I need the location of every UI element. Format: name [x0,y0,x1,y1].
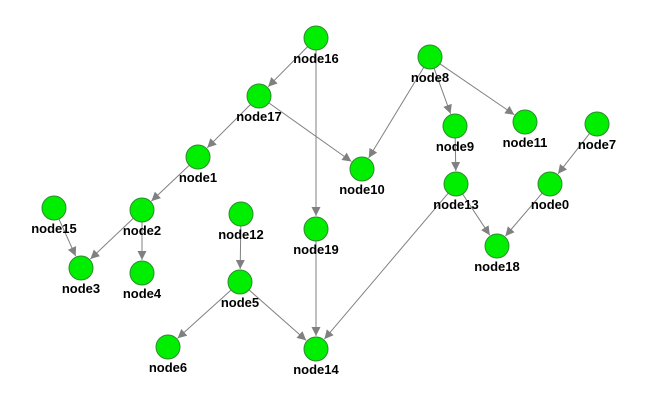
node-label: node3 [62,281,100,296]
graph-node-node19[interactable]: node19 [293,216,339,257]
graph-edges [58,46,590,341]
graph-node-node1[interactable]: node1 [179,144,217,185]
node-label: node11 [503,135,548,150]
node-label: node16 [293,51,339,66]
node-circle[interactable] [41,195,67,221]
edge-node13-node14 [324,192,449,340]
node-label: node1 [179,170,217,185]
edge-node17-node1 [206,104,251,149]
node-label: node0 [531,197,569,212]
node-circle[interactable] [227,269,253,295]
node-label: node2 [123,223,161,238]
node-circle[interactable] [303,25,329,51]
node-circle[interactable] [129,260,155,286]
node-circle[interactable] [129,197,155,223]
graph-node-node15[interactable]: node15 [31,195,77,236]
node-label: node17 [236,109,282,124]
edge-node13-node18 [462,193,491,236]
node-circle[interactable] [155,334,181,360]
edge-node15-node3 [58,218,77,257]
node-circle[interactable] [185,144,211,170]
graph-node-node5[interactable]: node5 [221,269,259,310]
node-label: node19 [293,242,339,257]
graph-nodes: node16 node17 node1 node2 node15 node3 node4 no… [31,25,616,377]
node-circle[interactable] [68,255,94,281]
node-circle[interactable] [303,216,329,242]
edge-node8-node11 [439,63,515,116]
edge-node5-node14 [248,289,307,341]
edge-node0-node18 [505,192,543,237]
graph-node-node17[interactable]: node17 [236,83,282,124]
node-label: node12 [218,227,264,242]
graph-node-node7[interactable]: node7 [578,111,616,152]
node-circle[interactable] [512,109,538,135]
node-circle[interactable] [349,156,375,182]
node-circle[interactable] [443,171,469,197]
node-label: node14 [293,362,339,377]
node-circle[interactable] [303,336,329,362]
graph-node-node16[interactable]: node16 [293,25,339,66]
node-circle[interactable] [417,44,443,70]
edge-node2-node3 [90,217,134,260]
edge-node8-node10 [368,67,425,159]
graph-node-node9[interactable]: node9 [436,113,474,154]
graph-node-node18[interactable]: node18 [474,233,520,274]
edge-node12-node5 [235,225,245,270]
edge-node16-node17 [267,46,308,88]
node-label: node4 [123,286,162,301]
node-label: node5 [221,295,259,310]
node-circle[interactable] [228,201,254,227]
node-label: node10 [339,182,385,197]
node-circle[interactable] [584,111,610,137]
graph-node-node11[interactable]: node11 [503,109,548,150]
graph-node-node4[interactable]: node4 [123,260,162,301]
node-label: node18 [474,259,520,274]
node-circle[interactable] [484,233,510,259]
node-label: node7 [578,137,616,152]
graph-node-node12[interactable]: node12 [218,201,264,242]
node-label: node8 [411,70,449,85]
graph-node-node13[interactable]: node13 [433,171,479,212]
graph-node-node6[interactable]: node6 [149,334,187,375]
node-label: node15 [31,221,77,236]
graph-node-node8[interactable]: node8 [411,44,449,85]
graph-node-node3[interactable]: node3 [62,255,100,296]
edge-node17-node10 [268,102,352,162]
edge-node9-node13 [451,137,461,172]
edge-node1-node2 [151,164,190,202]
edge-node5-node6 [177,289,232,339]
node-circle[interactable] [442,113,468,139]
node-label: node9 [436,139,474,154]
edge-node8-node9 [433,68,452,114]
node-label: node13 [433,197,479,212]
edge-node7-node0 [557,133,590,175]
graph-node-node10[interactable]: node10 [339,156,385,197]
graph-node-node14[interactable]: node14 [293,336,340,377]
graph-node-node2[interactable]: node2 [123,197,161,238]
node-circle[interactable] [537,171,563,197]
node-label: node6 [149,360,187,375]
graph-node-node0[interactable]: node0 [531,171,569,212]
node-circle[interactable] [246,83,272,109]
